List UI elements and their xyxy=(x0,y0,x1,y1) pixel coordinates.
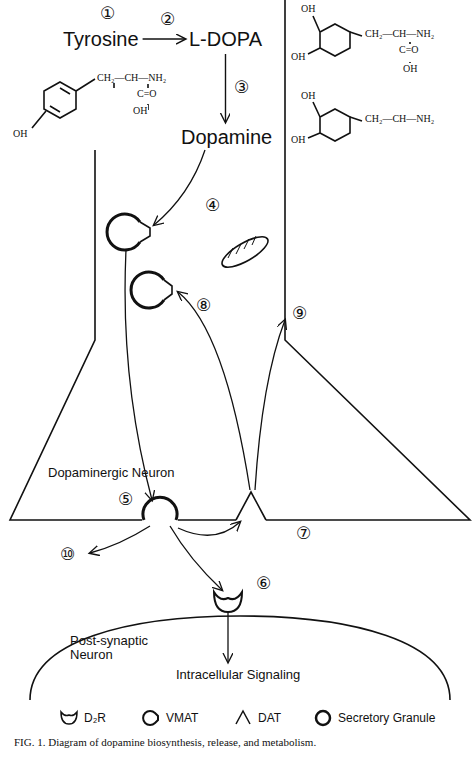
node-text: L-DOPA xyxy=(189,28,262,50)
chemical-formula: CH₂—CH—NH₂ xyxy=(96,72,167,83)
vmat-vesicle xyxy=(131,272,164,308)
metabolite-label: L-DOPA xyxy=(186,26,265,52)
dat-transporter xyxy=(236,492,266,520)
node-text: Post-synaptic Neuron xyxy=(70,634,180,663)
legend-symbol xyxy=(140,708,162,728)
chemical-formula: OH xyxy=(290,134,306,145)
reaction-arrow xyxy=(143,38,185,39)
chemical-formula: OH xyxy=(300,3,316,14)
bond xyxy=(308,102,362,138)
callout-number: ⑧ xyxy=(196,296,211,315)
node-text: Dopamine xyxy=(181,126,272,148)
bond xyxy=(32,79,148,128)
chemical-formula: CH₂—CH—NH₂ xyxy=(364,28,435,39)
callout-number: ② xyxy=(160,10,175,29)
chemical-formula: OH xyxy=(132,105,148,116)
legend-symbol xyxy=(58,708,80,728)
chemical-formula: CH₂—CH—NH₂ xyxy=(364,113,435,124)
legend-text: Secretory Granule xyxy=(338,711,435,725)
flow-arrow xyxy=(125,250,152,500)
legend-item: Secretory Granule xyxy=(312,708,435,728)
vmat-transporter xyxy=(164,280,172,300)
figure-caption: FIG. 1. Diagram of dopamine biosynthesis… xyxy=(14,736,316,748)
node-text: Tyrosine xyxy=(63,28,139,50)
legend-symbol xyxy=(232,708,254,728)
metabolite-label: Tyrosine xyxy=(60,26,142,52)
legend-text: DAT xyxy=(258,711,281,725)
flow-arrow xyxy=(170,526,222,590)
callout-number: ⑦ xyxy=(296,524,311,543)
chemical-formula: C=O xyxy=(398,44,420,55)
benzene-ring xyxy=(44,82,76,118)
neuron-region: Post-synaptic NeuronIntracellular Signal… xyxy=(0,600,474,705)
flow-arrow xyxy=(154,150,205,225)
metabolite-label: Dopamine xyxy=(178,124,275,150)
benzene-ring xyxy=(320,24,350,56)
callout-number: ⑨ xyxy=(292,304,307,323)
callout-number: ⑩ xyxy=(60,545,75,564)
node-text: Dopaminergic Neuron xyxy=(48,466,174,480)
callout-number: ⑥ xyxy=(256,574,271,593)
vmat-transporter xyxy=(140,222,150,242)
legend-item: D₂R xyxy=(58,708,106,728)
benzene-ring xyxy=(320,109,350,141)
reaction-arrow xyxy=(225,54,226,122)
legend-text: D₂R xyxy=(84,711,106,725)
postsynaptic-outline xyxy=(30,616,450,700)
neuron-outline xyxy=(10,0,470,520)
chemical-formula: C=O xyxy=(136,88,158,99)
flow-arrow xyxy=(178,522,240,535)
mitochondrion xyxy=(218,231,272,273)
chemical-formula: OH xyxy=(300,90,316,101)
callout-number: ④ xyxy=(205,196,220,215)
secretory-granule xyxy=(143,497,177,520)
vmat-vesicle xyxy=(107,214,140,250)
chemical-formula: OH xyxy=(402,63,418,74)
chemical-formula: OH xyxy=(12,128,28,139)
bond xyxy=(308,16,410,68)
flow-arrow xyxy=(178,292,250,490)
flow-arrow xyxy=(255,320,285,490)
callout-number: ① xyxy=(100,4,115,23)
node-text: Intracellular Signaling xyxy=(176,668,300,682)
chemical-formula: OH xyxy=(290,51,306,62)
legend-symbol xyxy=(312,708,334,728)
callout-number: ③ xyxy=(234,78,249,97)
legend-item: DAT xyxy=(232,708,281,728)
mitochondrion-cristae xyxy=(228,236,256,258)
d2-receptor xyxy=(214,592,242,612)
legend-item: VMAT xyxy=(140,708,198,728)
flow-arrow xyxy=(227,612,228,662)
legend-text: VMAT xyxy=(166,711,198,725)
flow-arrow xyxy=(90,526,150,553)
callout-number: ⑤ xyxy=(118,490,133,509)
